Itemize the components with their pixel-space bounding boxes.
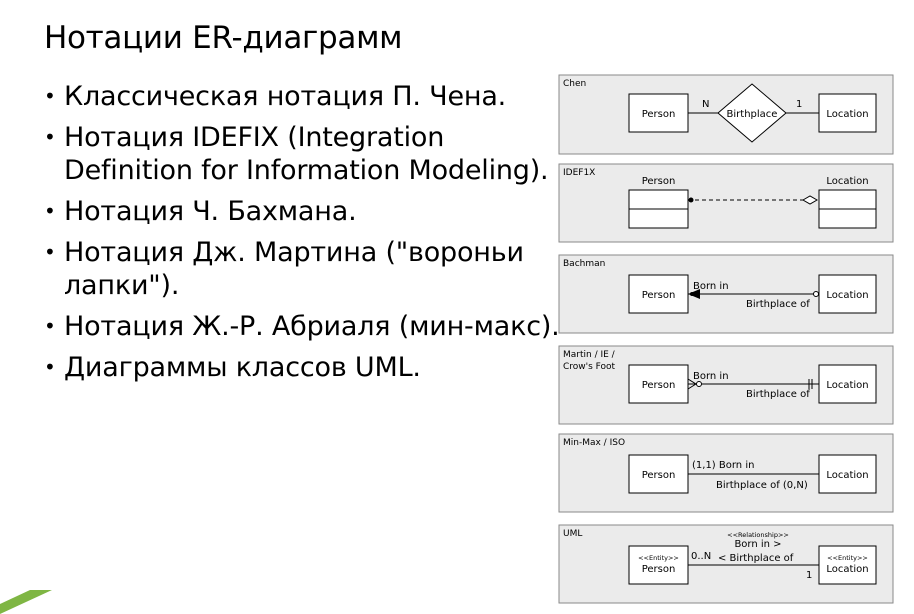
- chen-panel: Chen Person Birthplace Location N 1: [558, 74, 894, 155]
- bullet-text: Нотация Ч. Бахмана.: [64, 196, 357, 227]
- chen-relationship-label: Birthplace: [727, 109, 778, 120]
- idef1x-diamond-end-icon: [801, 195, 819, 205]
- bachman-role-top: Born in: [693, 281, 729, 292]
- chen-relationship-diamond: [717, 83, 787, 143]
- bullet-text: Классическая нотация П. Чена.: [64, 81, 507, 112]
- martin-role-top: Born in: [693, 371, 729, 382]
- idef1x-label: IDEF1X: [563, 168, 595, 178]
- martin-one-mandatory-icon: [808, 379, 813, 389]
- uml-entity-location: [818, 545, 877, 585]
- martin-crows-foot-icon: [687, 378, 702, 390]
- minmax-entity-location-label: Location: [826, 470, 868, 481]
- martin-entity-location-label: Location: [826, 380, 868, 391]
- uml-role-bottom: < Birthplace of: [718, 553, 794, 564]
- bullet-text: Нотация Ж.-Р. Абриаля (мин-макс).: [64, 311, 560, 342]
- bullet-dot-icon: •: [44, 84, 56, 108]
- martin-label-line2: Crow's Foot: [563, 362, 616, 372]
- uml-role-top: Born in >: [734, 539, 781, 550]
- bachman-dot-icon: [690, 292, 694, 296]
- bachman-panel: Bachman Person Location Born in Birthpla…: [558, 254, 894, 334]
- minmax-label: Min-Max / ISO: [563, 438, 625, 448]
- minmax-role-top: (1,1) Born in: [692, 460, 754, 471]
- bullet-item: • Нотация Дж. Мартина ("вороньи лапки").: [44, 236, 564, 302]
- uml-entity-person-label: Person: [642, 564, 676, 575]
- chen-entity-location-label: Location: [826, 109, 868, 120]
- minmax-entity-person-label: Person: [642, 470, 676, 481]
- bullet-list: • Классическая нотация П. Чена. • Нотация …: [44, 80, 564, 392]
- martin-label-line1: Martin / IE /: [563, 350, 616, 360]
- minmax-panel: Min-Max / ISO Person Location (1,1) Born…: [558, 433, 894, 513]
- idef1x-entity-location-label: Location: [826, 176, 868, 187]
- chen-entity-person: [628, 93, 689, 133]
- idef1x-dot-end-icon: [688, 197, 694, 203]
- bullet-dot-icon: •: [44, 240, 56, 264]
- green-swoosh-icon: [0, 590, 52, 614]
- uml-relationship-stereotype: <<Relationship>>: [727, 531, 789, 539]
- bachman-entity-person-label: Person: [642, 290, 676, 301]
- chen-card-right: 1: [796, 99, 802, 110]
- bullet-text: Нотация Дж. Мартина ("вороньи лапки").: [64, 237, 524, 301]
- chen-entity-person-label: Person: [642, 109, 676, 120]
- uml-label: UML: [563, 529, 582, 539]
- bachman-entity-location: [818, 274, 877, 314]
- martin-role-bottom: Birthplace of: [746, 389, 810, 400]
- bachman-optional-circle-icon: [813, 291, 819, 297]
- minmax-role-bottom: Birthplace of (0,N): [716, 480, 808, 491]
- corner-accent-shape: [0, 590, 52, 614]
- bullet-item: • Нотация Ж.-Р. Абриаля (мин-макс).: [44, 310, 564, 343]
- idef1x-entity-person-label: Person: [642, 176, 676, 187]
- chen-label: Chen: [563, 79, 586, 89]
- uml-person-stereotype: <<Entity>>: [638, 554, 679, 562]
- chen-entity-location: [818, 93, 877, 133]
- uml-panel: UML <<Relationship>> Born in > <<Entity>…: [558, 524, 894, 604]
- bullet-text: Нотация IDEFIX (Integration Definition f…: [64, 122, 549, 186]
- bullet-dot-icon: •: [44, 125, 56, 149]
- bullet-item: • Классическая нотация П. Чена.: [44, 80, 564, 113]
- martin-entity-location: [818, 364, 877, 404]
- slide-title: Нотации ER-диаграмм: [44, 20, 403, 56]
- martin-panel: Martin / IE / Crow's Foot Person Locatio…: [558, 345, 894, 425]
- uml-mult-left: 0..N: [691, 551, 711, 562]
- bullet-dot-icon: •: [44, 355, 56, 379]
- bullet-dot-icon: •: [44, 314, 56, 338]
- uml-entity-location-label: Location: [826, 564, 868, 575]
- uml-mult-right: 1: [806, 570, 812, 581]
- bachman-entity-location-label: Location: [826, 290, 868, 301]
- idef1x-panel: IDEF1X Person Location: [558, 163, 894, 243]
- martin-entity-person-label: Person: [642, 380, 676, 391]
- bullet-text: Диаграммы классов UML.: [64, 352, 421, 383]
- bachman-role-bottom: Birthplace of: [746, 299, 810, 310]
- chen-card-left: N: [702, 99, 709, 110]
- bullet-item: • Нотация IDEFIX (Integration Definition …: [44, 121, 564, 187]
- bachman-label: Bachman: [563, 259, 605, 269]
- bullet-item: • Нотация Ч. Бахмана.: [44, 195, 564, 228]
- uml-location-stereotype: <<Entity>>: [827, 554, 868, 562]
- bullet-dot-icon: •: [44, 199, 56, 223]
- bullet-item: • Диаграммы классов UML.: [44, 351, 564, 384]
